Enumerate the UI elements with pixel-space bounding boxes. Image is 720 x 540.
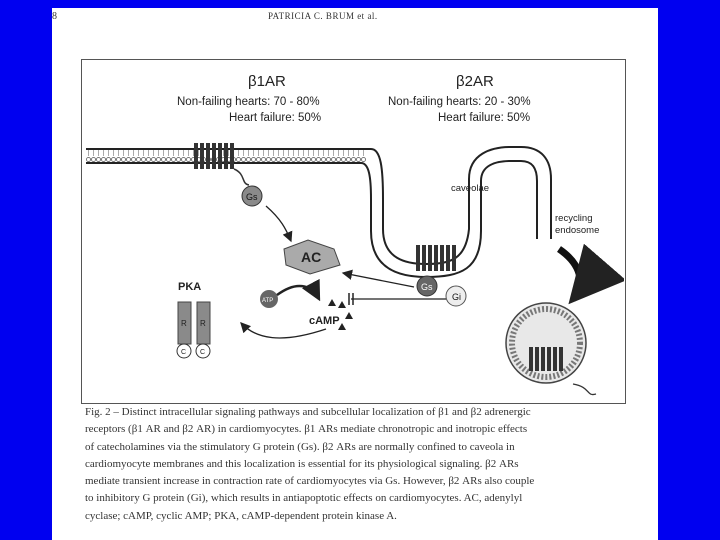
camp-to-pka-arrow bbox=[240, 322, 327, 339]
gs-protein-left: Gs bbox=[241, 185, 263, 207]
svg-text:C: C bbox=[200, 349, 205, 356]
camp-label: cAMP bbox=[309, 315, 340, 327]
beta1-receptor bbox=[194, 143, 250, 186]
svg-text:Heart failure: 50%: Heart failure: 50% bbox=[438, 112, 530, 124]
beta1-annotation: β1AR Non-failing hearts: 70 - 80% Heart … bbox=[177, 73, 321, 124]
svg-text:Gs: Gs bbox=[421, 282, 433, 292]
caption-line: cyclase; cAMP, cyclic AMP; PKA, cAMP-dep… bbox=[85, 509, 397, 522]
caption-line: Fig. 2 – Distinct intracellular signalin… bbox=[85, 406, 531, 418]
pka-holoenzyme: PKA R R C C bbox=[176, 281, 211, 359]
svg-text:Heart failure: 50%: Heart failure: 50% bbox=[229, 112, 321, 124]
caption-line: cardiomyocyte membranes and this localiz… bbox=[85, 457, 519, 470]
svg-text:PKA: PKA bbox=[178, 281, 201, 293]
atp-molecule: ATP bbox=[260, 290, 278, 308]
recycling-label: recycling bbox=[555, 213, 593, 224]
recycling-endosome bbox=[505, 302, 597, 396]
page-number: 8 bbox=[52, 11, 57, 22]
svg-text:Gi: Gi bbox=[452, 292, 461, 302]
gs-to-ac-arrow bbox=[265, 205, 293, 243]
camp-triangles bbox=[328, 299, 353, 330]
svg-text:Non-failing hearts: 20 - 30%: Non-failing hearts: 20 - 30% bbox=[388, 96, 531, 108]
svg-text:ATP: ATP bbox=[262, 298, 273, 304]
document-page: 8 PATRICIA C. BRUM et al. bbox=[52, 8, 658, 540]
svg-text:Gs: Gs bbox=[246, 192, 258, 202]
atp-to-camp-arrow bbox=[276, 278, 321, 302]
running-head: PATRICIA C. BRUM et al. bbox=[268, 11, 378, 21]
figure-caption: Fig. 2 – Distinct intracellular signalin… bbox=[85, 404, 629, 525]
caption-line: to inhibitory G protein (Gi), which resu… bbox=[85, 492, 523, 505]
svg-text:β1AR: β1AR bbox=[248, 73, 286, 90]
svg-text:Non-failing hearts: 70 - 80%: Non-failing hearts: 70 - 80% bbox=[177, 96, 320, 108]
recycling-arrow bbox=[556, 243, 624, 305]
svg-text:β2AR: β2AR bbox=[456, 73, 494, 90]
caveolae-label: caveolae bbox=[451, 183, 489, 194]
caption-line: mediate transient increase in contractio… bbox=[85, 475, 535, 488]
svg-text:R: R bbox=[181, 319, 187, 328]
beta2-annotation: β2AR Non-failing hearts: 20 - 30% Heart … bbox=[388, 73, 531, 124]
gs-protein-right: Gs bbox=[416, 275, 438, 297]
svg-text:C: C bbox=[181, 349, 186, 356]
gs2-to-ac-arrow bbox=[341, 269, 415, 288]
beta2-receptor bbox=[416, 245, 456, 271]
caption-line: of catecholamines via the stimulatory G … bbox=[85, 440, 515, 453]
gi-protein: Gi bbox=[445, 285, 467, 307]
svg-text:AC: AC bbox=[301, 249, 321, 265]
caption-line: receptors (β1 AR and β2 AR) in cardiomyo… bbox=[85, 423, 528, 436]
endosome-label: endosome bbox=[555, 225, 599, 236]
adenylyl-cyclase: AC bbox=[283, 239, 341, 275]
signaling-diagram: Gs Gs Gi AC ATP cAMP bbox=[86, 73, 624, 396]
svg-text:R: R bbox=[200, 319, 206, 328]
